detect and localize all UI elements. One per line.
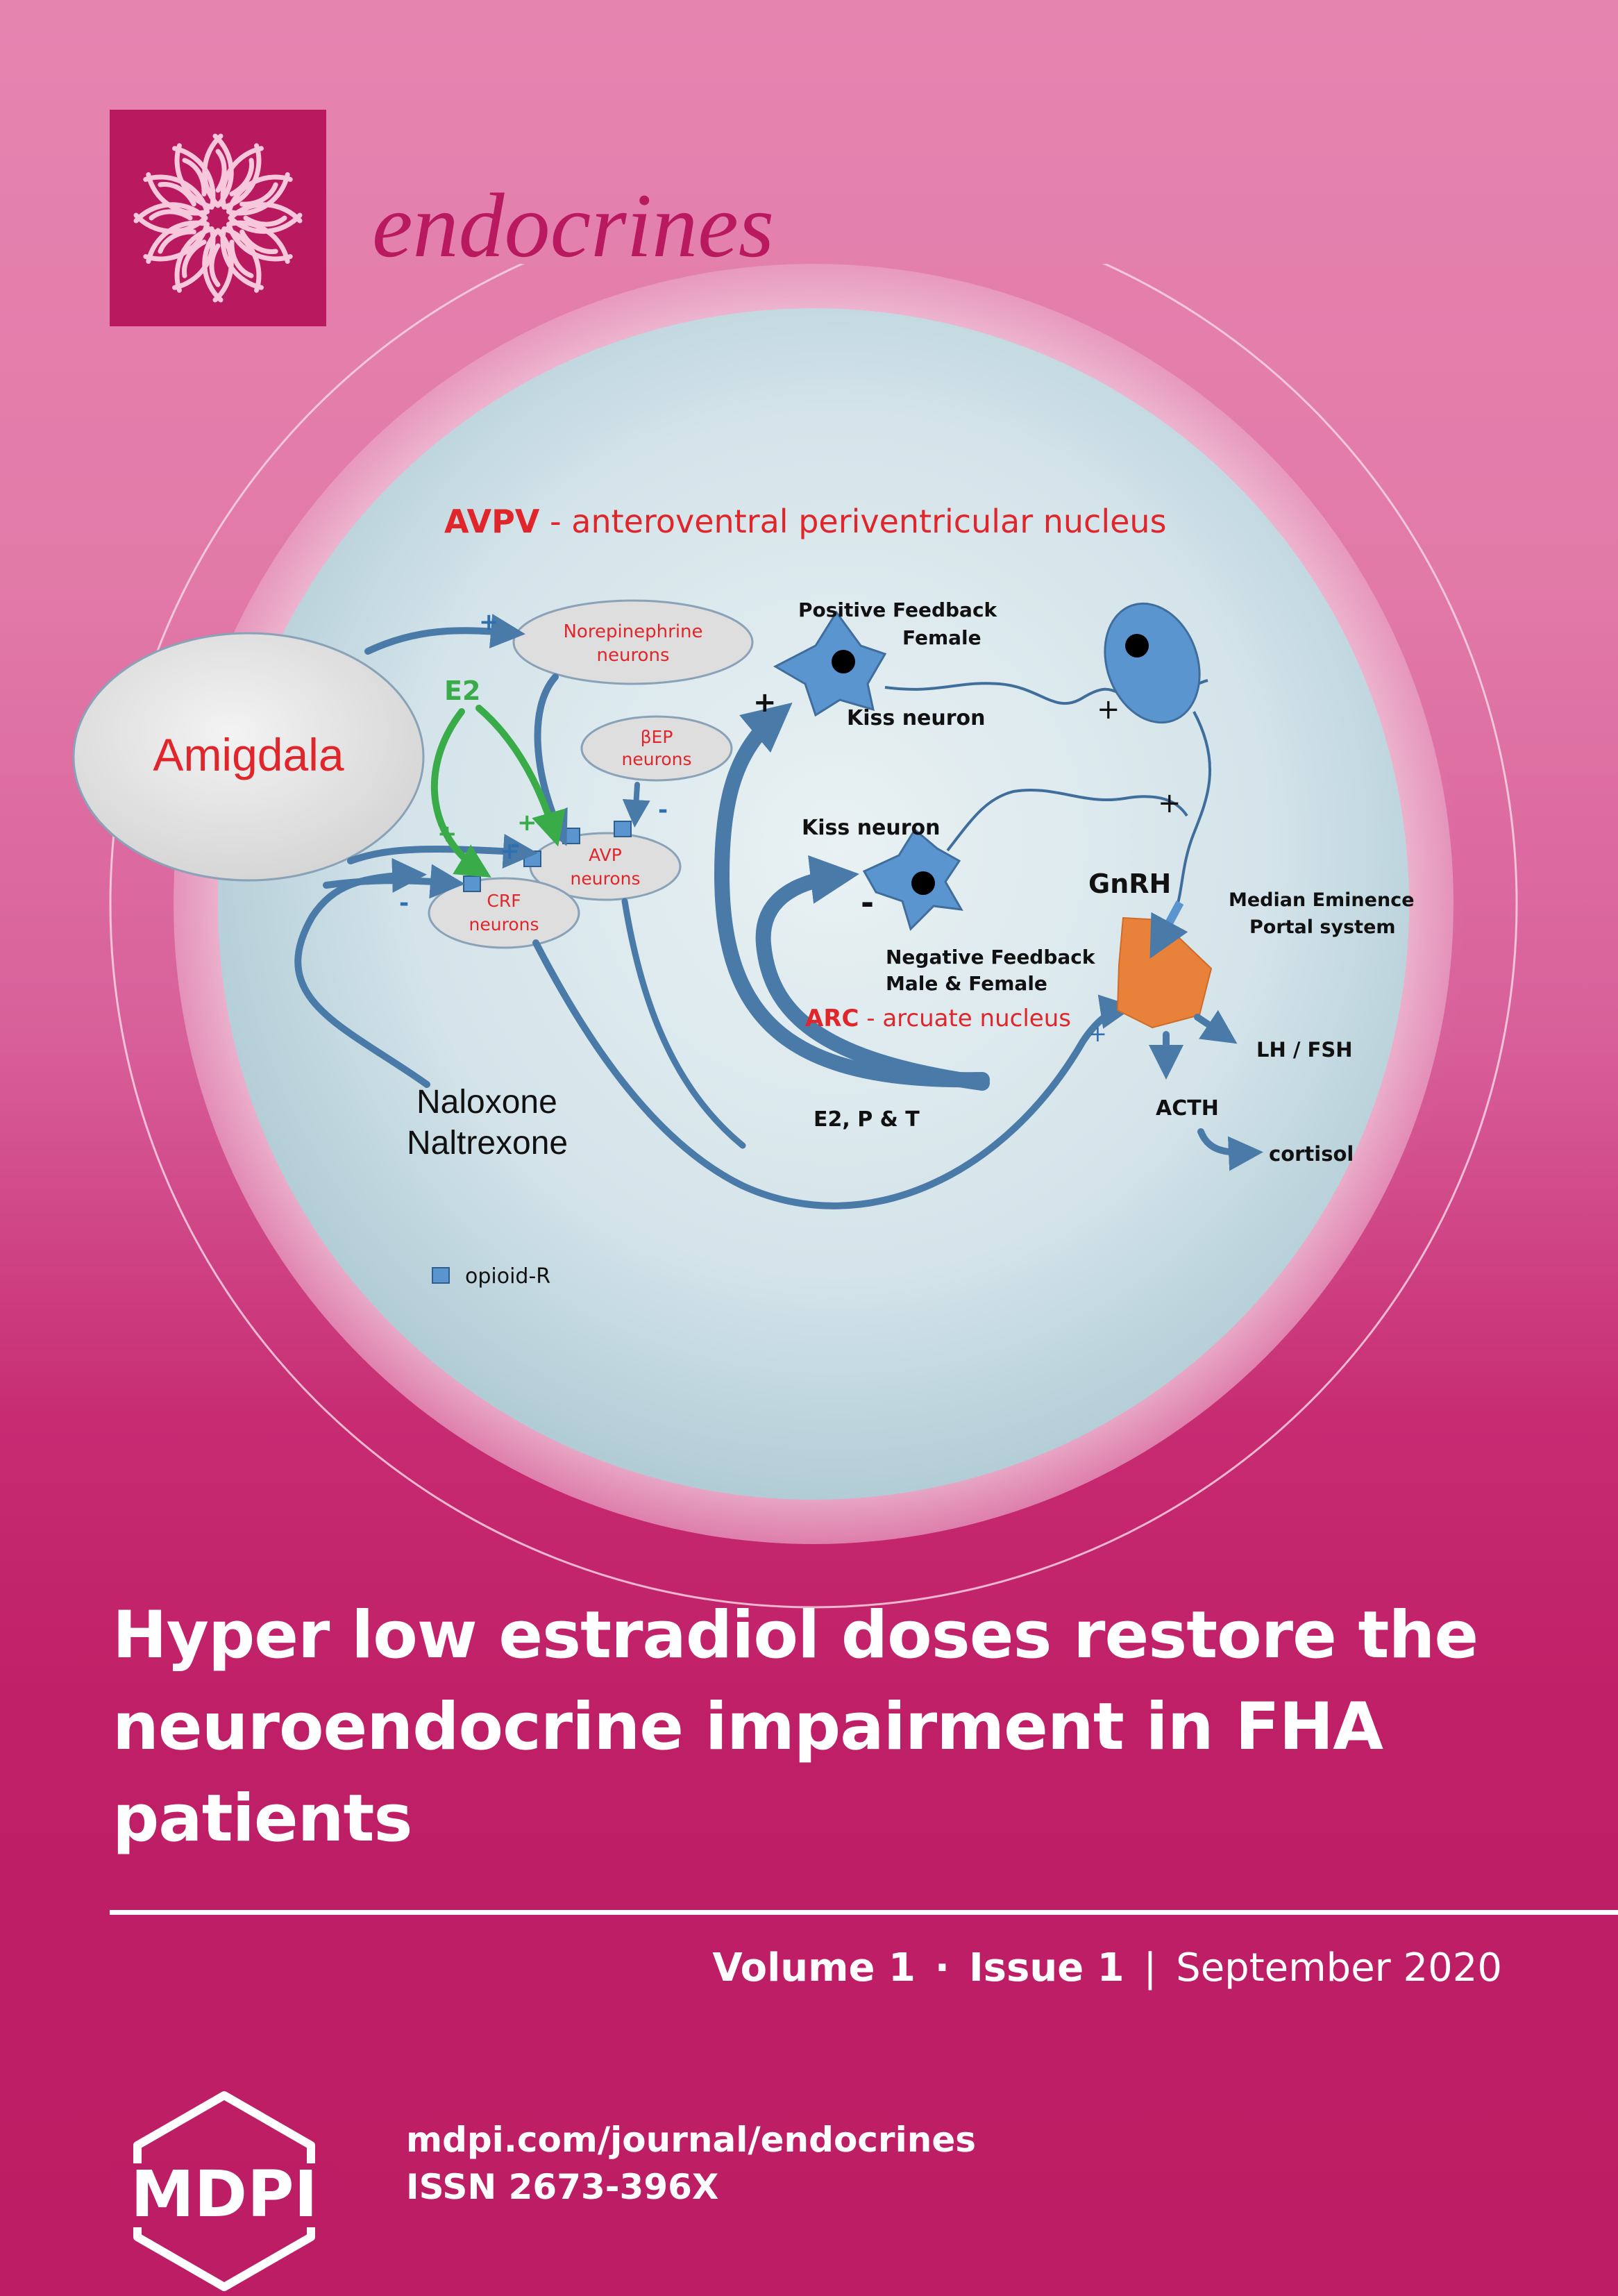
plus-sign-kiss-top: +	[753, 687, 777, 719]
thick-arrow-negative-feedback	[755, 855, 990, 1091]
outer-halo-ring	[109, 264, 1518, 1609]
cortisol-label: cortisol	[1269, 1142, 1354, 1166]
article-title: Hyper low estradiol doses restore the ne…	[112, 1598, 1478, 1857]
kiss-neuron-top-icon	[773, 610, 887, 717]
sphere	[218, 308, 1409, 1500]
bep-label-1: βEP	[641, 727, 673, 747]
divider-rule	[110, 1910, 1618, 1915]
plus-sign-crf-green: +	[437, 820, 457, 848]
journal-logo	[110, 110, 326, 326]
issue-date: September 2020	[1176, 1945, 1502, 1991]
gnrh-axon	[1172, 711, 1212, 917]
arrow-amygdala-norepinephrine	[364, 614, 525, 655]
issue-label: Issue 1	[968, 1945, 1124, 1991]
journal-url[interactable]: mdpi.com/journal/endocrines	[406, 2120, 976, 2160]
kiss-neuron-mid-nucleus	[911, 871, 935, 895]
kiss-neuron-top-nucleus	[832, 650, 855, 673]
e2-arrow-avp	[475, 705, 566, 847]
negative-feedback-label-2: Male & Female	[886, 972, 1047, 995]
opioid-legend-swatch	[432, 1267, 450, 1284]
arrow-gnrh-pituitary	[1149, 900, 1188, 959]
floral-rosette-logo-icon	[110, 133, 326, 326]
mdpi-hexagon-icon: MDPI	[113, 2091, 335, 2291]
amygdala-label: Amigdala	[153, 729, 344, 780]
gnrh-neuron-nucleus	[1125, 634, 1149, 657]
neuron-signs: + + + - - - +	[399, 608, 668, 917]
plus-sign-avp-green: +	[517, 809, 537, 837]
lh-fsh-label: LH / FSH	[1256, 1038, 1353, 1062]
plus-sign-gnrh-mid: +	[1158, 787, 1181, 819]
avp-label-2: neurons	[571, 869, 641, 889]
naltrexone-label: Naltrexone	[407, 1125, 568, 1162]
gnrh-neuron-icon	[1104, 602, 1201, 724]
minus-sign-crf: -	[399, 889, 409, 917]
plus-sign-crf: +	[500, 837, 520, 865]
arrow-naloxone	[294, 857, 430, 1088]
bep-ellipse	[580, 715, 733, 782]
median-eminence-label-2: Portal system	[1249, 916, 1396, 938]
neuroendocrine-diagram: AVPV - anteroventral periventricular nuc…	[0, 264, 1618, 1625]
arrow-crf-pituitary	[532, 939, 1135, 1209]
issue-divider: |	[1143, 1945, 1157, 1991]
norepinephrine-label-2: neurons	[596, 645, 669, 666]
positive-feedback-label-2: Female	[902, 626, 981, 649]
e2-arrow-crf	[430, 708, 491, 878]
diagram-canvas: AVPV - anteroventral periventricular nuc…	[72, 264, 1518, 1609]
arc-label: ARC - arcuate nucleus	[805, 1005, 1071, 1032]
median-eminence-label-1: Median Eminence	[1229, 889, 1415, 911]
gnrh-label: GnRH	[1088, 869, 1171, 899]
amygdala-ellipse	[72, 632, 425, 882]
thick-arrow-positive-feedback	[714, 702, 990, 1088]
positive-feedback-label-1: Positive Feedback	[798, 598, 998, 621]
negative-feedback-label-1: Negative Feedback	[886, 946, 1096, 969]
axon-kiss-mid	[946, 788, 1188, 852]
minus-sign-kiss-mid: -	[861, 884, 874, 921]
minus-sign-avp: -	[510, 831, 520, 859]
bep-label-2: neurons	[622, 749, 692, 769]
arrow-lh-fsh	[1194, 1009, 1238, 1044]
publisher-name: MDPI	[130, 2157, 318, 2231]
plus-sign-pituitary: +	[1088, 1021, 1107, 1047]
kiss-neuron-mid-label: Kiss neuron	[802, 816, 941, 840]
arrow-avp-down	[621, 898, 746, 1149]
avp-label-1: AVP	[589, 845, 622, 865]
naloxone-label: Naloxone	[416, 1084, 557, 1121]
crf-label-1: CRF	[487, 891, 521, 911]
crf-ellipse	[428, 877, 580, 949]
acth-label: ACTH	[1156, 1096, 1219, 1121]
issue-info: Volume 1 · Issue 1 | September 2020	[712, 1937, 1502, 2000]
kiss-neuron-top-label: Kiss neuron	[847, 706, 986, 730]
arrow-bep-avp	[622, 782, 650, 828]
journal-name: endocrines	[372, 174, 775, 276]
issue-dot: ·	[934, 1945, 950, 1991]
plus-sign-gnrh-top: +	[1097, 694, 1120, 726]
plus-sign-norepi: +	[479, 608, 499, 636]
minus-sign-bep: -	[658, 796, 668, 824]
e2-label: E2	[444, 676, 480, 706]
arrow-to-avp	[347, 834, 538, 869]
norepinephrine-ellipse	[512, 599, 754, 685]
arrow-cortisol	[1197, 1128, 1263, 1171]
volume-label: Volume 1	[712, 1945, 916, 1991]
avpv-title: AVPV - anteroventral periventricular nuc…	[444, 503, 1167, 540]
publisher-logo: MDPI	[110, 2090, 339, 2291]
crf-label-2: neurons	[469, 914, 539, 935]
opioid-legend-label: opioid-R	[465, 1264, 550, 1289]
hormones-label: E2, P & T	[814, 1107, 920, 1132]
issn: ISSN 2673-396X	[406, 2167, 719, 2207]
norepinephrine-label-1: Norepinephrine	[563, 621, 702, 642]
